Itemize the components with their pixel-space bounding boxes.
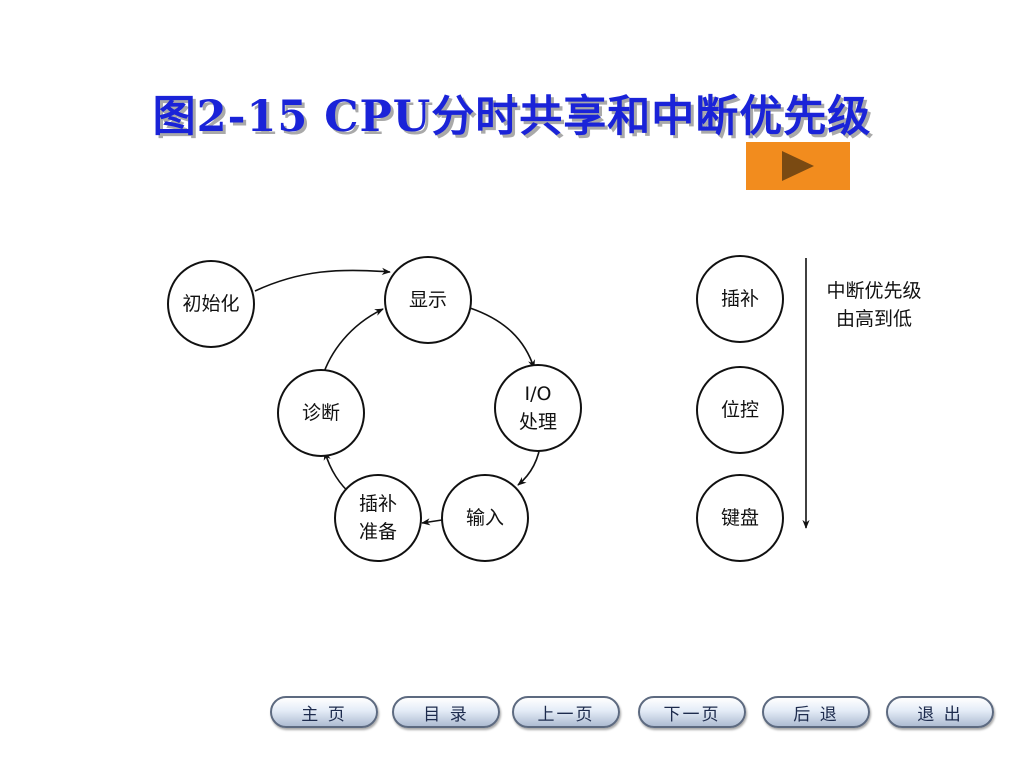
arrow-init-to-display <box>254 267 391 292</box>
nav-home-label: 主 页 <box>301 704 347 725</box>
svg-text:处理: 处理 <box>519 411 557 433</box>
priority-node-keyboard: 键盘 <box>696 474 784 562</box>
nav-back-label: 后 退 <box>793 704 839 725</box>
node-io: I/O 处理 <box>494 364 582 452</box>
node-display: 显示 <box>384 256 472 344</box>
nav-next-page-label: 下一页 <box>663 704 721 725</box>
play-icon <box>782 151 814 181</box>
priority-node-position: 位控 <box>696 366 784 454</box>
svg-text:I/O: I/O <box>525 383 552 405</box>
svg-text:诊断: 诊断 <box>302 402 340 424</box>
arrow-diag-to-display <box>321 308 384 379</box>
svg-text:初始化: 初始化 <box>182 293 239 315</box>
arrow-input-to-interp <box>421 518 443 526</box>
nav-prev-page-label: 上一页 <box>537 704 595 725</box>
arrow-display-to-io <box>469 307 535 369</box>
svg-text:显示: 显示 <box>409 289 447 311</box>
nav-contents-button[interactable]: 目 录 <box>392 696 500 728</box>
priority-label-line2: 由高到低 <box>836 308 912 330</box>
svg-text:插补: 插补 <box>721 288 759 310</box>
node-init: 初始化 <box>167 260 255 348</box>
node-diag: 诊断 <box>277 369 365 457</box>
nav-home-button[interactable]: 主 页 <box>270 696 378 728</box>
svg-text:键盘: 键盘 <box>721 507 759 529</box>
nav-back-button[interactable]: 后 退 <box>762 696 870 728</box>
nav-exit-label: 退 出 <box>917 704 963 725</box>
nav-exit-button[interactable]: 退 出 <box>886 696 994 728</box>
node-interp-prep: 插补 准备 <box>334 474 422 562</box>
node-input: 输入 <box>441 474 529 562</box>
priority-node-interp: 插补 <box>696 255 784 343</box>
play-button[interactable] <box>746 142 850 190</box>
priority-label-line1: 中断优先级 <box>826 280 921 302</box>
nav-prev-page-button[interactable]: 上一页 <box>512 696 620 728</box>
slide-title: 图2-15 CPU分时共享和中断优先级 <box>152 92 872 142</box>
svg-text:准备: 准备 <box>359 521 397 543</box>
svg-text:输入: 输入 <box>466 507 504 529</box>
svg-text:位控: 位控 <box>721 399 759 421</box>
nav-contents-label: 目 录 <box>423 704 469 725</box>
nav-next-page-button[interactable]: 下一页 <box>638 696 746 728</box>
svg-text:插补: 插补 <box>359 493 397 515</box>
